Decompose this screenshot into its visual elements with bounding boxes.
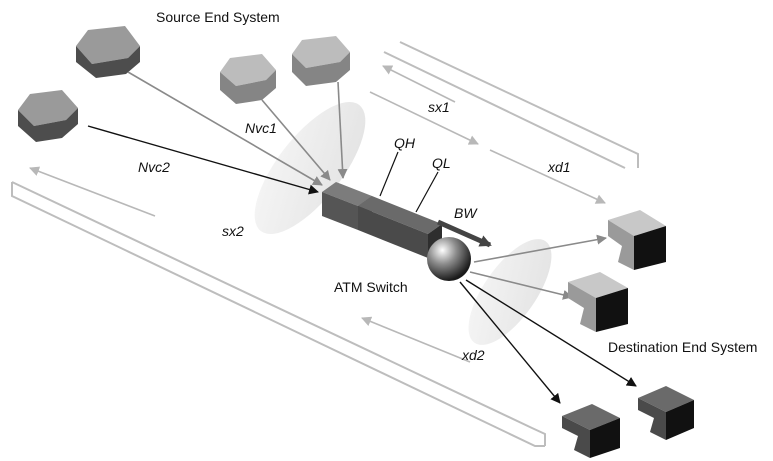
sx1-feedback-arrow-1 [382, 65, 456, 103]
sx2-label: sx2 [222, 223, 244, 239]
nvc-arrow-box1 [127, 71, 323, 186]
ql-label: QL [432, 155, 451, 171]
bw-arrow [436, 219, 492, 248]
destination-end-system-label: Destination End System [608, 339, 757, 355]
xd2-label: xd2 [461, 347, 485, 363]
atm-switch-sphere [427, 237, 471, 281]
xd-arrow-dest2 [469, 271, 573, 300]
atm-switch-label: ATM Switch [334, 279, 408, 295]
source-box-4 [292, 36, 350, 86]
destination-box-1 [608, 210, 666, 270]
source-box-1 [76, 26, 140, 78]
sx1-label: sx1 [428, 99, 450, 115]
destination-box-4 [638, 386, 694, 440]
destination-box-3 [562, 404, 620, 458]
qh-label: QH [394, 135, 416, 151]
source-side-ellipse [254, 101, 366, 235]
xd2-feedback-arrow [361, 316, 471, 363]
feedback-band-sx2-xd2 [11, 181, 546, 447]
sx1-forward-arrow [369, 91, 479, 145]
nvc1-label: Nvc1 [245, 120, 277, 136]
xd1-label: xd1 [547, 159, 571, 175]
queue-ql [358, 196, 442, 258]
qh-pointer [379, 151, 399, 197]
sx2-feedback-arrow-1 [29, 166, 156, 217]
nvc-arrow-box2 [87, 125, 319, 195]
source-box-2 [18, 90, 78, 142]
source-end-system-label: Source End System [156, 9, 280, 25]
nvc-arrow-box4 [337, 81, 348, 179]
xd-arrow-dest3 [459, 281, 561, 404]
xd-arrow-dest4 [465, 279, 637, 387]
ql-pointer [415, 171, 439, 213]
nvc2-label: Nvc2 [138, 159, 170, 175]
bw-label: BW [454, 205, 478, 221]
nvc-arrow-box3 [261, 99, 331, 181]
destination-box-2 [568, 272, 628, 332]
xd1-forward-arrow [489, 149, 606, 204]
xd-arrow-dest1 [473, 234, 607, 263]
feedback-band-sx1-xd1 [383, 41, 639, 169]
source-box-3 [220, 54, 276, 104]
